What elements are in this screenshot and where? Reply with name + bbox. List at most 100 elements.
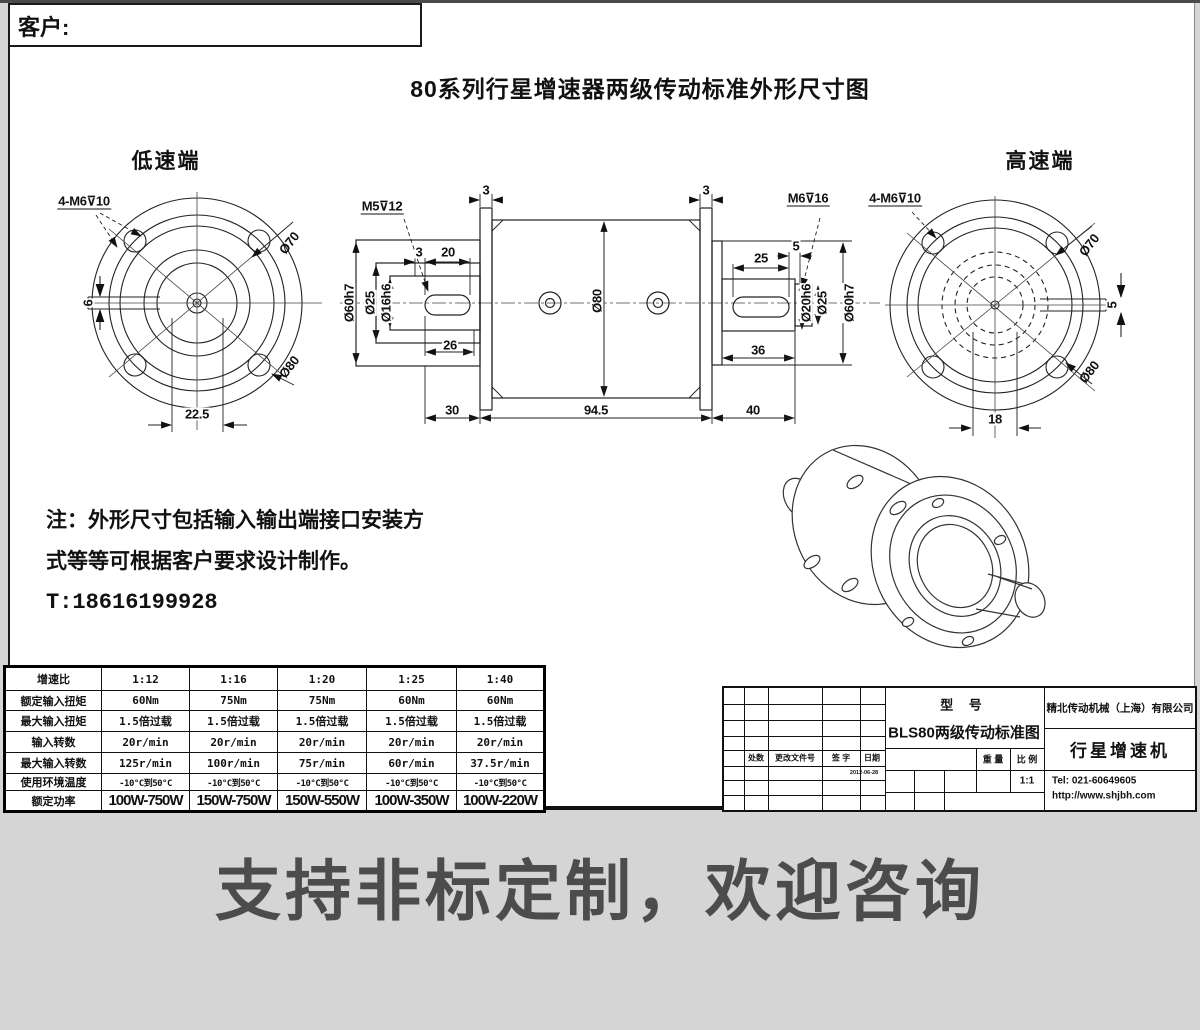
dim-low-tap: 4-M6⊽10 <box>57 193 111 210</box>
cell: 75Nm <box>277 690 367 711</box>
cell: 1.5倍过载 <box>101 710 190 732</box>
cell: 1:20 <box>277 666 367 691</box>
row-label: 最大输入扭矩 <box>4 710 102 732</box>
cell: 1:40 <box>456 666 545 691</box>
dim-dia-shaft-right: Ø20h6 <box>798 282 814 324</box>
notes-block: 注：外形尺寸包括输入输出端接口安装方 式等等可根据客户要求设计制作。 T:186… <box>46 500 424 623</box>
cell: 125r/min <box>101 752 190 774</box>
scale-value: 1:1 <box>1019 775 1035 787</box>
table-row: 额定输入扭矩 60Nm 75Nm 75Nm 60Nm 60Nm <box>4 690 545 711</box>
table-row: 最大输入扭矩 1.5倍过载 1.5倍过载 1.5倍过载 1.5倍过载 1.5倍过… <box>4 710 545 732</box>
cell: 1.5倍过载 <box>366 710 457 732</box>
dim-low-keywidth: 6 <box>80 298 96 308</box>
product-name: 行星增速机 <box>1070 741 1170 761</box>
cell: 150W-550W <box>277 790 367 812</box>
dim-plate-left: 3 <box>481 182 491 198</box>
dim-bodylen: 94.5 <box>582 402 610 418</box>
dim-shaftlen-left: 26 <box>442 337 458 353</box>
dim-keygap-right: 5 <box>791 238 801 254</box>
cell: 1:12 <box>101 666 190 691</box>
cell: 20r/min <box>456 731 545 753</box>
dim-plate-right: 3 <box>701 182 711 198</box>
dim-keygap-left: 3 <box>414 244 424 260</box>
dim-dia-step-right: Ø25 <box>814 290 830 316</box>
row-label: 最大输入转数 <box>4 752 102 774</box>
cell: 20r/min <box>366 731 457 753</box>
cell: 75r/min <box>277 752 367 774</box>
dim-dia-shaft-left: Ø16h6 <box>378 282 394 324</box>
cell: 100W-220W <box>456 790 545 812</box>
cell: 20r/min <box>277 731 367 753</box>
weight-label: 重 量 <box>982 754 1004 765</box>
cell: 75Nm <box>189 690 278 711</box>
rev-date-value: 2012-06-28 <box>849 770 879 776</box>
row-label: 额定功率 <box>4 790 102 812</box>
table-row: 额定功率 100W-750W 150W-750W 150W-550W 100W-… <box>4 790 545 812</box>
dim-bosslen-left: 30 <box>444 402 460 418</box>
cell: 1:25 <box>366 666 457 691</box>
dim-dia-step-left: Ø25 <box>362 290 378 316</box>
dim-high-tap: 4-M6⊽10 <box>868 190 922 207</box>
page-top-border <box>0 0 1200 3</box>
cell: 1:16 <box>189 666 278 691</box>
table-row: 最大输入转数 125r/min 100r/min 75r/min 60r/min… <box>4 752 545 774</box>
table-row: 使用环境温度 -10°C到50°C -10°C到50°C -10°C到50°C … <box>4 773 545 791</box>
note-phone: T:18616199928 <box>46 590 218 615</box>
rev-col-count: 处数 <box>748 753 764 763</box>
cell: 100W-350W <box>366 790 457 812</box>
page-title: 80系列行星增速器两级传动标准外形尺寸图 <box>410 76 870 102</box>
row-label: 使用环境温度 <box>4 773 102 791</box>
cell: 150W-750W <box>189 790 278 812</box>
dim-tap-high: M6⊽16 <box>786 190 830 207</box>
dim-dia-pilot-left: Ø60h7 <box>341 282 357 324</box>
dim-dia-body: Ø80 <box>589 288 605 314</box>
model-value: BLS80两级传动标准图 <box>888 724 1040 742</box>
high-speed-view-title: 高速端 <box>1003 145 1077 175</box>
cell: -10°C到50°C <box>366 773 457 791</box>
dim-tap-low: M5⊽12 <box>360 198 404 215</box>
cell: 1.5倍过载 <box>189 710 278 732</box>
title-block: 处数 更改文件号 签 字 日期 2012-06-28 型 号 BLS80两级传动… <box>722 686 1197 812</box>
note-line-2: 式等等可根据客户要求设计制作。 <box>46 550 361 573</box>
cell: 37.5r/min <box>456 752 545 774</box>
cell: -10°C到50°C <box>277 773 367 791</box>
cell: 100W-750W <box>101 790 190 812</box>
cell: 1.5倍过载 <box>277 710 367 732</box>
cell: 60r/min <box>366 752 457 774</box>
cell: 60Nm <box>101 690 190 711</box>
cell: -10°C到50°C <box>456 773 545 791</box>
cell: 60Nm <box>456 690 545 711</box>
company-tel: Tel: 021-60649605 <box>1052 775 1137 787</box>
rev-col-sign: 签 字 <box>831 753 851 763</box>
rev-col-date: 日期 <box>864 753 880 763</box>
scale-label: 比 例 <box>1016 754 1038 765</box>
row-label: 输入转数 <box>4 731 102 753</box>
dim-bosslen-right: 40 <box>745 402 761 418</box>
cell: -10°C到50°C <box>101 773 190 791</box>
table-row: 输入转数 20r/min 20r/min 20r/min 20r/min 20r… <box>4 731 545 753</box>
customer-box: 客户: <box>8 3 422 47</box>
dim-high-keywidth: 5 <box>1104 300 1120 310</box>
table-row: 增速比 1:12 1:16 1:20 1:25 1:40 <box>4 666 545 691</box>
dim-high-keyoffset: 18 <box>987 411 1003 427</box>
cell: 1.5倍过载 <box>456 710 545 732</box>
rev-col-doc: 更改文件号 <box>775 753 815 763</box>
dim-dia-pilot-right: Ø60h7 <box>841 282 857 324</box>
dim-keylen-left: 20 <box>440 244 456 260</box>
cell: -10°C到50°C <box>189 773 278 791</box>
dim-low-keyoffset: 22.5 <box>183 406 211 422</box>
cell: 20r/min <box>189 731 278 753</box>
row-label: 增速比 <box>4 666 102 691</box>
company-website: http://www.shjbh.com <box>1052 790 1156 802</box>
company-name: 精北传动机械（上海）有限公司 <box>1046 702 1194 715</box>
cell: 100r/min <box>189 752 278 774</box>
row-label: 额定输入扭矩 <box>4 690 102 711</box>
dim-keylen-right: 25 <box>753 250 769 266</box>
low-speed-view-title: 低速端 <box>129 145 203 175</box>
promo-banner: 支持非标定制，欢迎咨询 <box>215 854 985 928</box>
dim-shaftlen-right: 36 <box>750 342 766 358</box>
note-line-1: 注：外形尺寸包括输入输出端接口安装方 <box>46 509 424 532</box>
cell: 60Nm <box>366 690 457 711</box>
cell: 20r/min <box>101 731 190 753</box>
